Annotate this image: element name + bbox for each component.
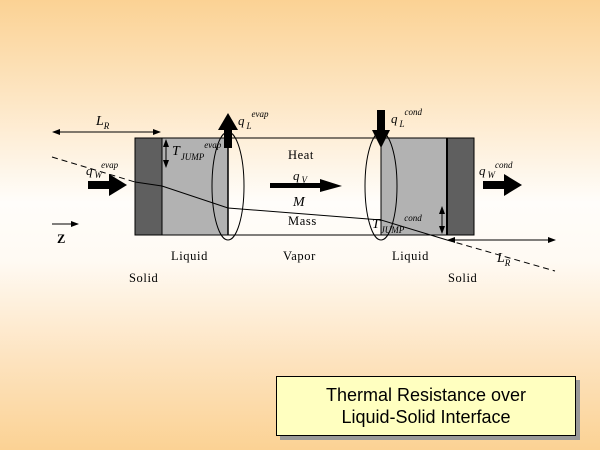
heat-label: Heat bbox=[288, 148, 314, 162]
temperature-profile-dashed-left bbox=[51, 156, 136, 183]
ql-cond-arrow bbox=[372, 110, 390, 148]
ql-evap-arrow bbox=[218, 113, 238, 148]
region-label-liquid-right: Liquid bbox=[392, 249, 429, 263]
region-label-vapor: Vapor bbox=[283, 249, 316, 263]
temperature-profile bbox=[134, 181, 448, 241]
lr-left-label: LR bbox=[95, 114, 110, 131]
region-label-solid-left: Solid bbox=[129, 271, 159, 285]
region-label-liquid-left: Liquid bbox=[171, 249, 208, 263]
liquid-right-block bbox=[380, 137, 448, 236]
caption-box: Thermal Resistance over Liquid-Solid Int… bbox=[276, 376, 576, 436]
lr-right-label: LR bbox=[496, 251, 511, 268]
region-label-solid-right: Solid bbox=[448, 271, 478, 285]
solid-left-block bbox=[134, 137, 163, 236]
caption-line-2: Liquid-Solid Interface bbox=[341, 407, 511, 427]
liquid-left-block bbox=[161, 137, 229, 236]
tjump-evap-label: TJUMPevap bbox=[172, 140, 222, 162]
qv-arrow bbox=[270, 179, 342, 192]
z-axis-label: Z bbox=[57, 232, 66, 246]
qw-evap-arrow bbox=[88, 174, 127, 196]
mass-label: Mass bbox=[288, 214, 317, 228]
qw-cond-arrow bbox=[483, 174, 522, 196]
mass-symbol-label: M bbox=[292, 195, 306, 210]
solid-right-block bbox=[446, 137, 475, 236]
tjump-cond-label: TJUMPcond bbox=[372, 213, 422, 235]
caption-line-1: Thermal Resistance over bbox=[325, 385, 527, 405]
temperature-profile-dashed-right bbox=[446, 239, 556, 272]
